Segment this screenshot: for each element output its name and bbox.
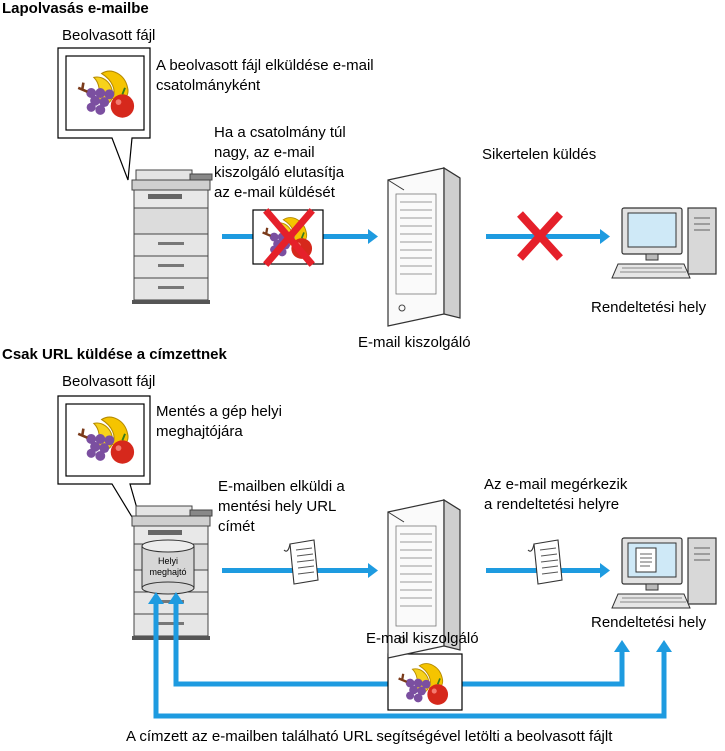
arrive-text: Az e-mail megérkezik a rendeltetési hely… [484, 476, 628, 513]
computer-1 [611, 207, 717, 279]
destination2-label: Rendeltetési hely [591, 614, 707, 631]
file-callout-2 [57, 395, 151, 541]
server1-label: E-mail kiszolgáló [358, 334, 471, 351]
section2-scanned-file-label: Beolvasott fájl [62, 373, 156, 390]
printer-1 [131, 169, 213, 305]
local-drive-icon [141, 539, 195, 595]
send-url-text: E-mailben elküldi a mentési hely URL cím… [218, 478, 345, 535]
attach-text: A beolvasott fájl elküldése e-mail csato… [156, 57, 374, 94]
section1-title: Lapolvasás e-mailbe [2, 0, 149, 17]
file-callout-1 [57, 47, 151, 181]
destination1-label: Rendeltetési hely [591, 299, 707, 316]
download-text: A címzett az e-mailben található URL seg… [126, 728, 613, 745]
url-document-2 [527, 539, 563, 585]
reject-text: Ha a csatolmány túl nagy, az e-mail kisz… [214, 124, 346, 201]
server2-label: E-mail kiszolgáló [366, 630, 479, 647]
failure-cross [517, 211, 563, 261]
section2-title: Csak URL küldése a címzettnek [2, 346, 227, 363]
save-text: Mentés a gép helyi meghajtójára [156, 403, 282, 440]
download-path-outer [148, 592, 672, 719]
rejected-attachment [252, 208, 324, 267]
url-document-1 [283, 539, 319, 585]
computer-2 [611, 537, 717, 609]
fail-text: Sikertelen küldés [482, 146, 597, 163]
local-drive-label: Helyi meghajtó [149, 556, 187, 577]
section1-scanned-file-label: Beolvasott fájl [62, 27, 156, 44]
downloaded-file [387, 653, 463, 711]
server-1 [387, 167, 461, 327]
